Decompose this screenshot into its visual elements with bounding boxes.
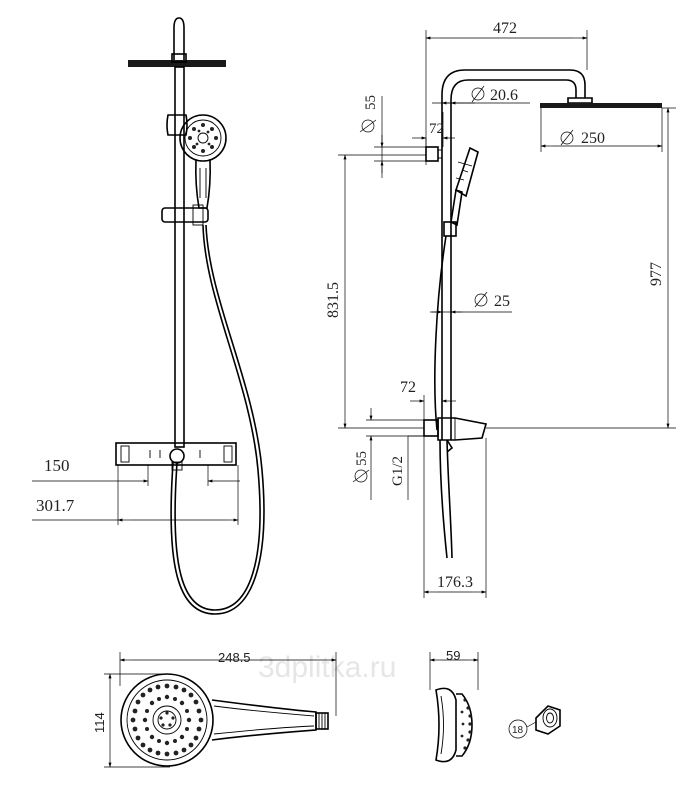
dim-g1-2: G1/2 [390, 435, 424, 500]
dim-dia-55-top: 55 [359, 95, 426, 178]
dim-72-bottom: 72 [400, 379, 456, 420]
side-view: 472 20.6 55 72 [325, 20, 676, 598]
front-hand-shower-head [179, 114, 227, 209]
overhead-shower-disc [128, 60, 226, 67]
nozzle-pattern [130, 683, 204, 757]
wall-bracket-top [166, 114, 188, 136]
hose-outlet [169, 448, 185, 464]
dim-dia-55-bottom: 55 [352, 408, 424, 500]
side-overhead-shower [540, 103, 662, 108]
riser-pipe [174, 66, 185, 448]
front-hose [174, 224, 261, 611]
hand-shower-detail: 3dplitka.ru 248.5 114 [92, 648, 561, 768]
dim-831-5: 831.5 [325, 154, 426, 429]
side-slider [443, 221, 457, 237]
dim-114-label: 114 [92, 712, 107, 733]
holder-part [535, 705, 561, 735]
front-hose-outline [170, 224, 265, 615]
dim-472-label: 472 [493, 20, 517, 37]
dim-dia-25: 25 [430, 291, 512, 314]
hand-shower-side [435, 687, 473, 763]
side-riser-arm-inner [450, 79, 577, 440]
front-view: 150 301.7 [32, 17, 265, 615]
dim-dia-250: 250 [540, 108, 663, 152]
part-18-bubble [508, 719, 528, 739]
dim-977-label: 977 [648, 262, 665, 286]
dim-dia-55-top-label: 55 [363, 95, 379, 110]
dim-59-label: 59 [446, 648, 460, 663]
dim-176-3-label: 176.3 [437, 574, 473, 591]
side-wall-bracket-top [425, 146, 439, 162]
hand-shower-plan [120, 673, 329, 767]
side-riser-arm [441, 69, 586, 440]
dim-977: 977 [486, 107, 676, 429]
dim-72-top-label: 72 [429, 121, 444, 137]
part-18-label: 18 [512, 725, 524, 736]
side-hand-shower-head [455, 146, 479, 198]
side-hose-lower [439, 439, 448, 559]
hand-shower-slider [161, 207, 209, 223]
dim-72-top: 72 [412, 112, 455, 147]
riser-top-hook [173, 17, 185, 60]
dim-g1-2-label: G1/2 [390, 456, 406, 486]
dim-248-5-label: 248.5 [218, 650, 251, 665]
dim-150: 150 [32, 456, 240, 486]
dim-72-bottom-label: 72 [400, 379, 416, 396]
dim-dia-25-label: 25 [494, 293, 510, 310]
side-mixer-body [437, 417, 488, 441]
overhead-connector [171, 53, 187, 63]
dim-dia-20-6: 20.6 [432, 85, 530, 105]
dim-301-7-label: 301.7 [36, 496, 75, 515]
side-hose-upper [434, 235, 447, 431]
watermark: 3dplitka.ru [258, 651, 396, 684]
left-knob-cap [120, 445, 130, 463]
dim-301-7: 301.7 [32, 465, 239, 525]
dim-dia-20-6-label: 20.6 [490, 87, 518, 104]
dim-176-3: 176.3 [423, 436, 487, 598]
right-knob-cap [223, 445, 233, 463]
dim-831-5-label: 831.5 [325, 282, 342, 318]
dim-150-label: 150 [44, 456, 70, 475]
dim-dia-55-bottom-label: 55 [354, 451, 370, 466]
dim-dia-250-label: 250 [581, 130, 605, 147]
thermostat-bar [115, 442, 237, 466]
